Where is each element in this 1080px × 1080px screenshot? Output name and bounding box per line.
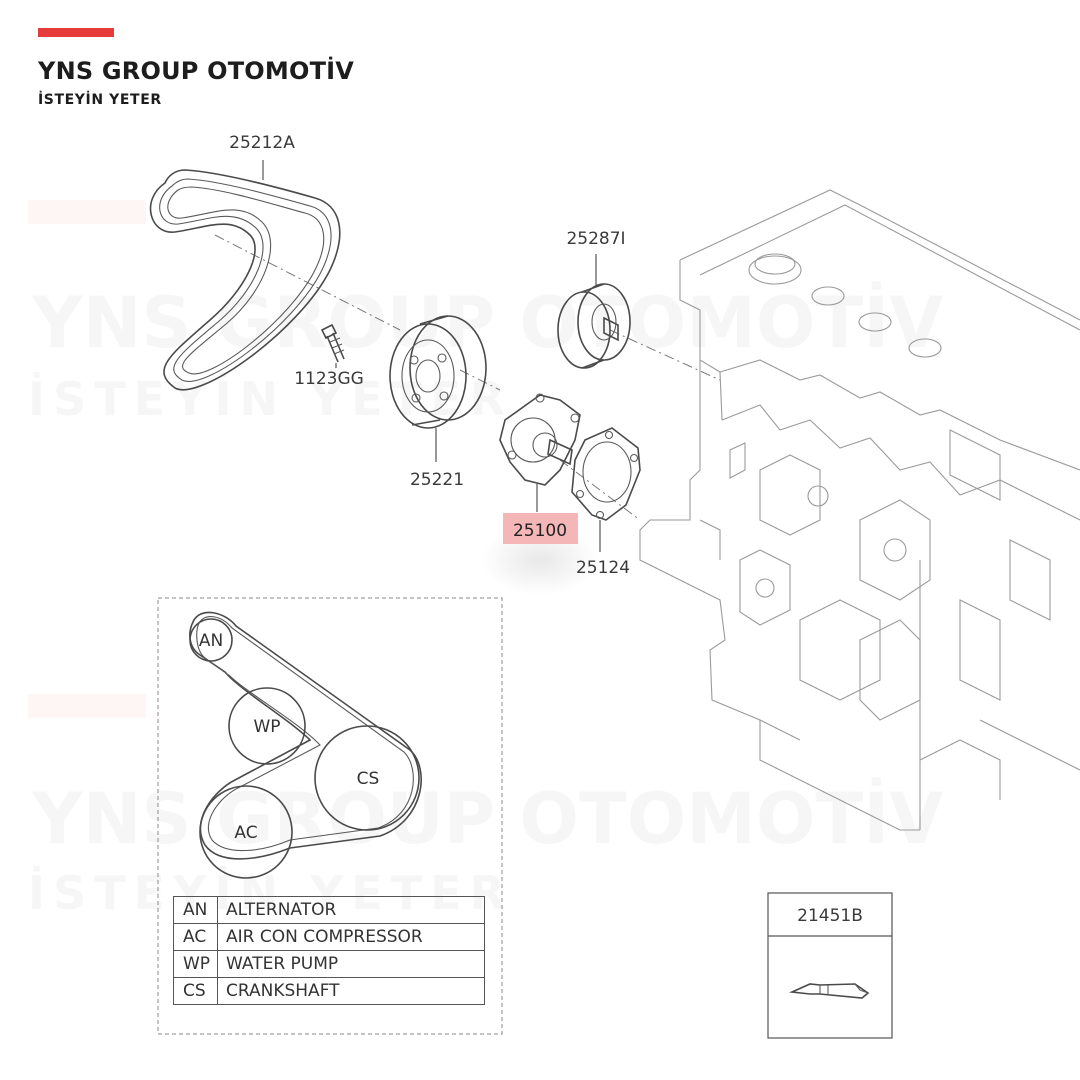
brand-accent-bar — [38, 28, 114, 37]
legend-row: AN ALTERNATOR — [173, 896, 485, 924]
legend-row: CS CRANKSHAFT — [173, 977, 485, 1005]
pulley-ac — [199, 785, 293, 879]
idler-pulley-part — [557, 254, 631, 369]
belt-routing-diagram: AN WP CS AC — [189, 611, 422, 879]
legend-name: WATER PUMP — [217, 950, 485, 978]
assembly-axis-line — [559, 459, 641, 521]
legend-abbr: WP — [173, 950, 218, 978]
pulley-label-cs: CS — [357, 769, 380, 789]
brand-header: YNS GROUP OTOMOTİV İSTEYİN YETER — [38, 28, 354, 108]
sealant-tube-icon — [788, 983, 870, 999]
engine-block-illustration — [639, 189, 1080, 831]
part-number-sealant: 21451B — [797, 906, 863, 926]
part-number-bolt: 1123GG — [294, 369, 364, 389]
watermark-bar — [28, 694, 146, 718]
legend-abbr: CS — [173, 977, 218, 1005]
brand-title: YNS GROUP OTOMOTİV — [38, 57, 355, 85]
part-number-gasket: 25124 — [576, 558, 630, 578]
legend-abbr: AN — [173, 896, 218, 924]
legend-row: AC AIR CON COMPRESSOR — [173, 923, 485, 951]
pulley-an — [189, 618, 233, 662]
pulley-label-wp: WP — [253, 717, 280, 737]
part-number-water-pump: 25100 — [513, 521, 567, 541]
water-pump-part — [499, 393, 581, 512]
part-number-belt: 25212A — [229, 133, 295, 153]
highlight-box — [503, 513, 578, 544]
pulley-label-ac: AC — [234, 823, 257, 843]
pulley-wp — [228, 687, 306, 765]
legend-name: AIR CON COMPRESSOR — [217, 923, 485, 951]
legend-name: ALTERNATOR — [217, 896, 485, 924]
belt-routing-frame — [157, 597, 503, 1035]
pulley-cs — [314, 725, 420, 831]
legend-abbr: AC — [173, 923, 218, 951]
legend-row: WP WATER PUMP — [173, 950, 485, 978]
part-number-water-pump-pulley: 25221 — [410, 470, 464, 490]
part-number-idler-pulley: 25287I — [566, 229, 625, 249]
legend-name: CRANKSHAFT — [217, 977, 485, 1005]
gasket-part — [571, 427, 641, 552]
drive-belt-part — [149, 160, 341, 391]
bolt-part — [320, 323, 345, 368]
sealant-box: 21451B — [767, 892, 893, 1039]
brand-slogan: İSTEYİN YETER — [38, 92, 162, 108]
water-pump-pulley-part — [389, 315, 487, 462]
legend-table: AN ALTERNATOR AC AIR CON COMPRESSOR WP W… — [173, 896, 485, 1005]
watermark-bar — [28, 200, 146, 224]
assembly-axis-line — [609, 329, 721, 381]
pulley-label-an: AN — [199, 631, 223, 651]
